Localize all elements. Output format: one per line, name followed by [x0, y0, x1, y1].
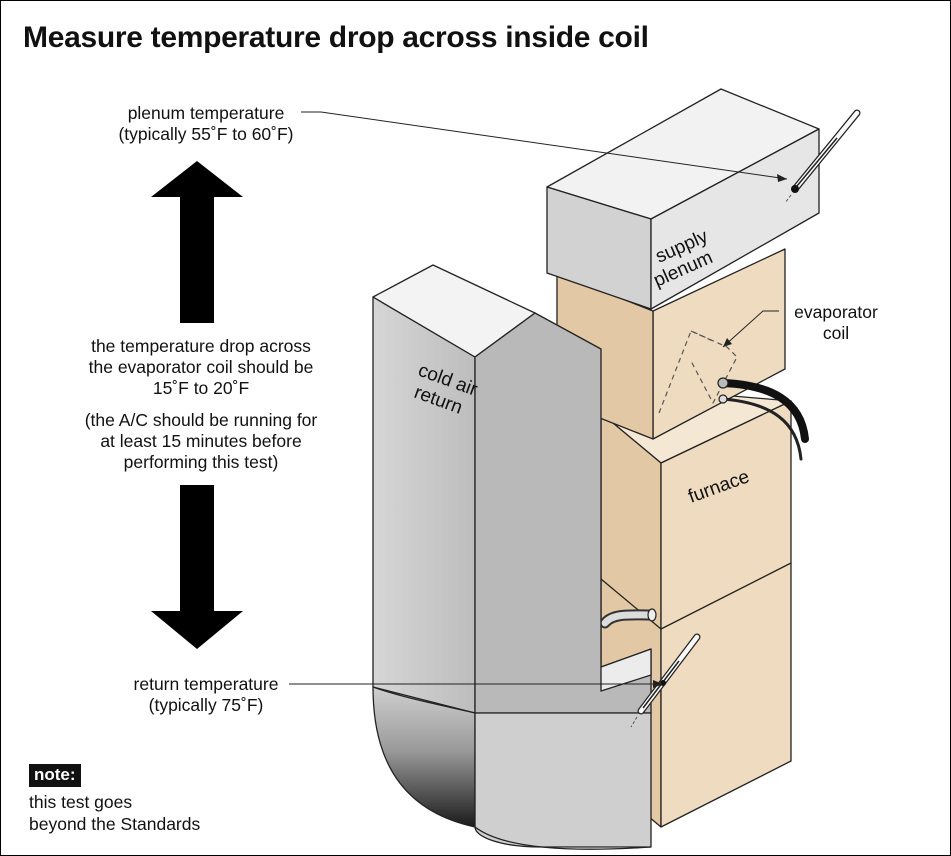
- note-text: this test goes beyond the Standards: [29, 791, 200, 835]
- cold-air-return-duct: [372, 264, 652, 850]
- plenum-temperature-line2: (typically 55˚F to 60˚F): [118, 124, 294, 144]
- note-line2: beyond the Standards: [29, 814, 201, 834]
- return-temperature-label: return temperature (typically 75˚F): [61, 674, 351, 716]
- duct-front-face: [372, 296, 476, 714]
- running-note-label: (the A/C should be running for at least …: [31, 410, 371, 473]
- condensate-pipe: [599, 608, 657, 629]
- running-note-line2: at least 15 minutes before: [100, 431, 302, 451]
- temperature-drop-line3: 15˚F to 20˚F: [152, 378, 250, 398]
- running-note-line1: (the A/C should be running for: [84, 410, 318, 430]
- return-temperature-line1: return temperature: [133, 674, 279, 694]
- evaporator-coil-line2: coil: [822, 323, 850, 343]
- evaporator-leader-line: [722, 310, 779, 348]
- plenum-temperature-line1: plenum temperature: [127, 103, 285, 123]
- note-badge: note:: [29, 764, 81, 787]
- refrigerant-lines: [717, 377, 809, 461]
- plenum-thermometer-icon: [784, 109, 861, 204]
- furnace-front-face: [660, 400, 792, 828]
- up-arrow-icon: [151, 161, 243, 323]
- temperature-drop-label: the temperature drop across the evaporat…: [31, 336, 371, 399]
- leader-lines: [289, 111, 788, 688]
- temperature-drop-line1: the temperature drop across: [91, 336, 311, 356]
- return-temperature-line2: (typically 75˚F): [148, 695, 264, 715]
- evaporator-coil-line1: evaporator: [794, 302, 878, 322]
- plenum-leader-line: [301, 111, 788, 180]
- temperature-drop-line2: the evaporator coil should be: [88, 357, 314, 377]
- evaporator-coil-label: evaporator coil: [771, 302, 901, 344]
- duct-curved-bottom: [372, 686, 476, 828]
- diagram-title: Measure temperature drop across inside c…: [23, 21, 649, 54]
- running-note-line3: performing this test): [123, 452, 279, 472]
- plenum-temperature-label: plenum temperature (typically 55˚F to 60…: [61, 103, 351, 145]
- down-arrow-icon: [151, 485, 243, 649]
- note-line1: this test goes: [29, 792, 133, 812]
